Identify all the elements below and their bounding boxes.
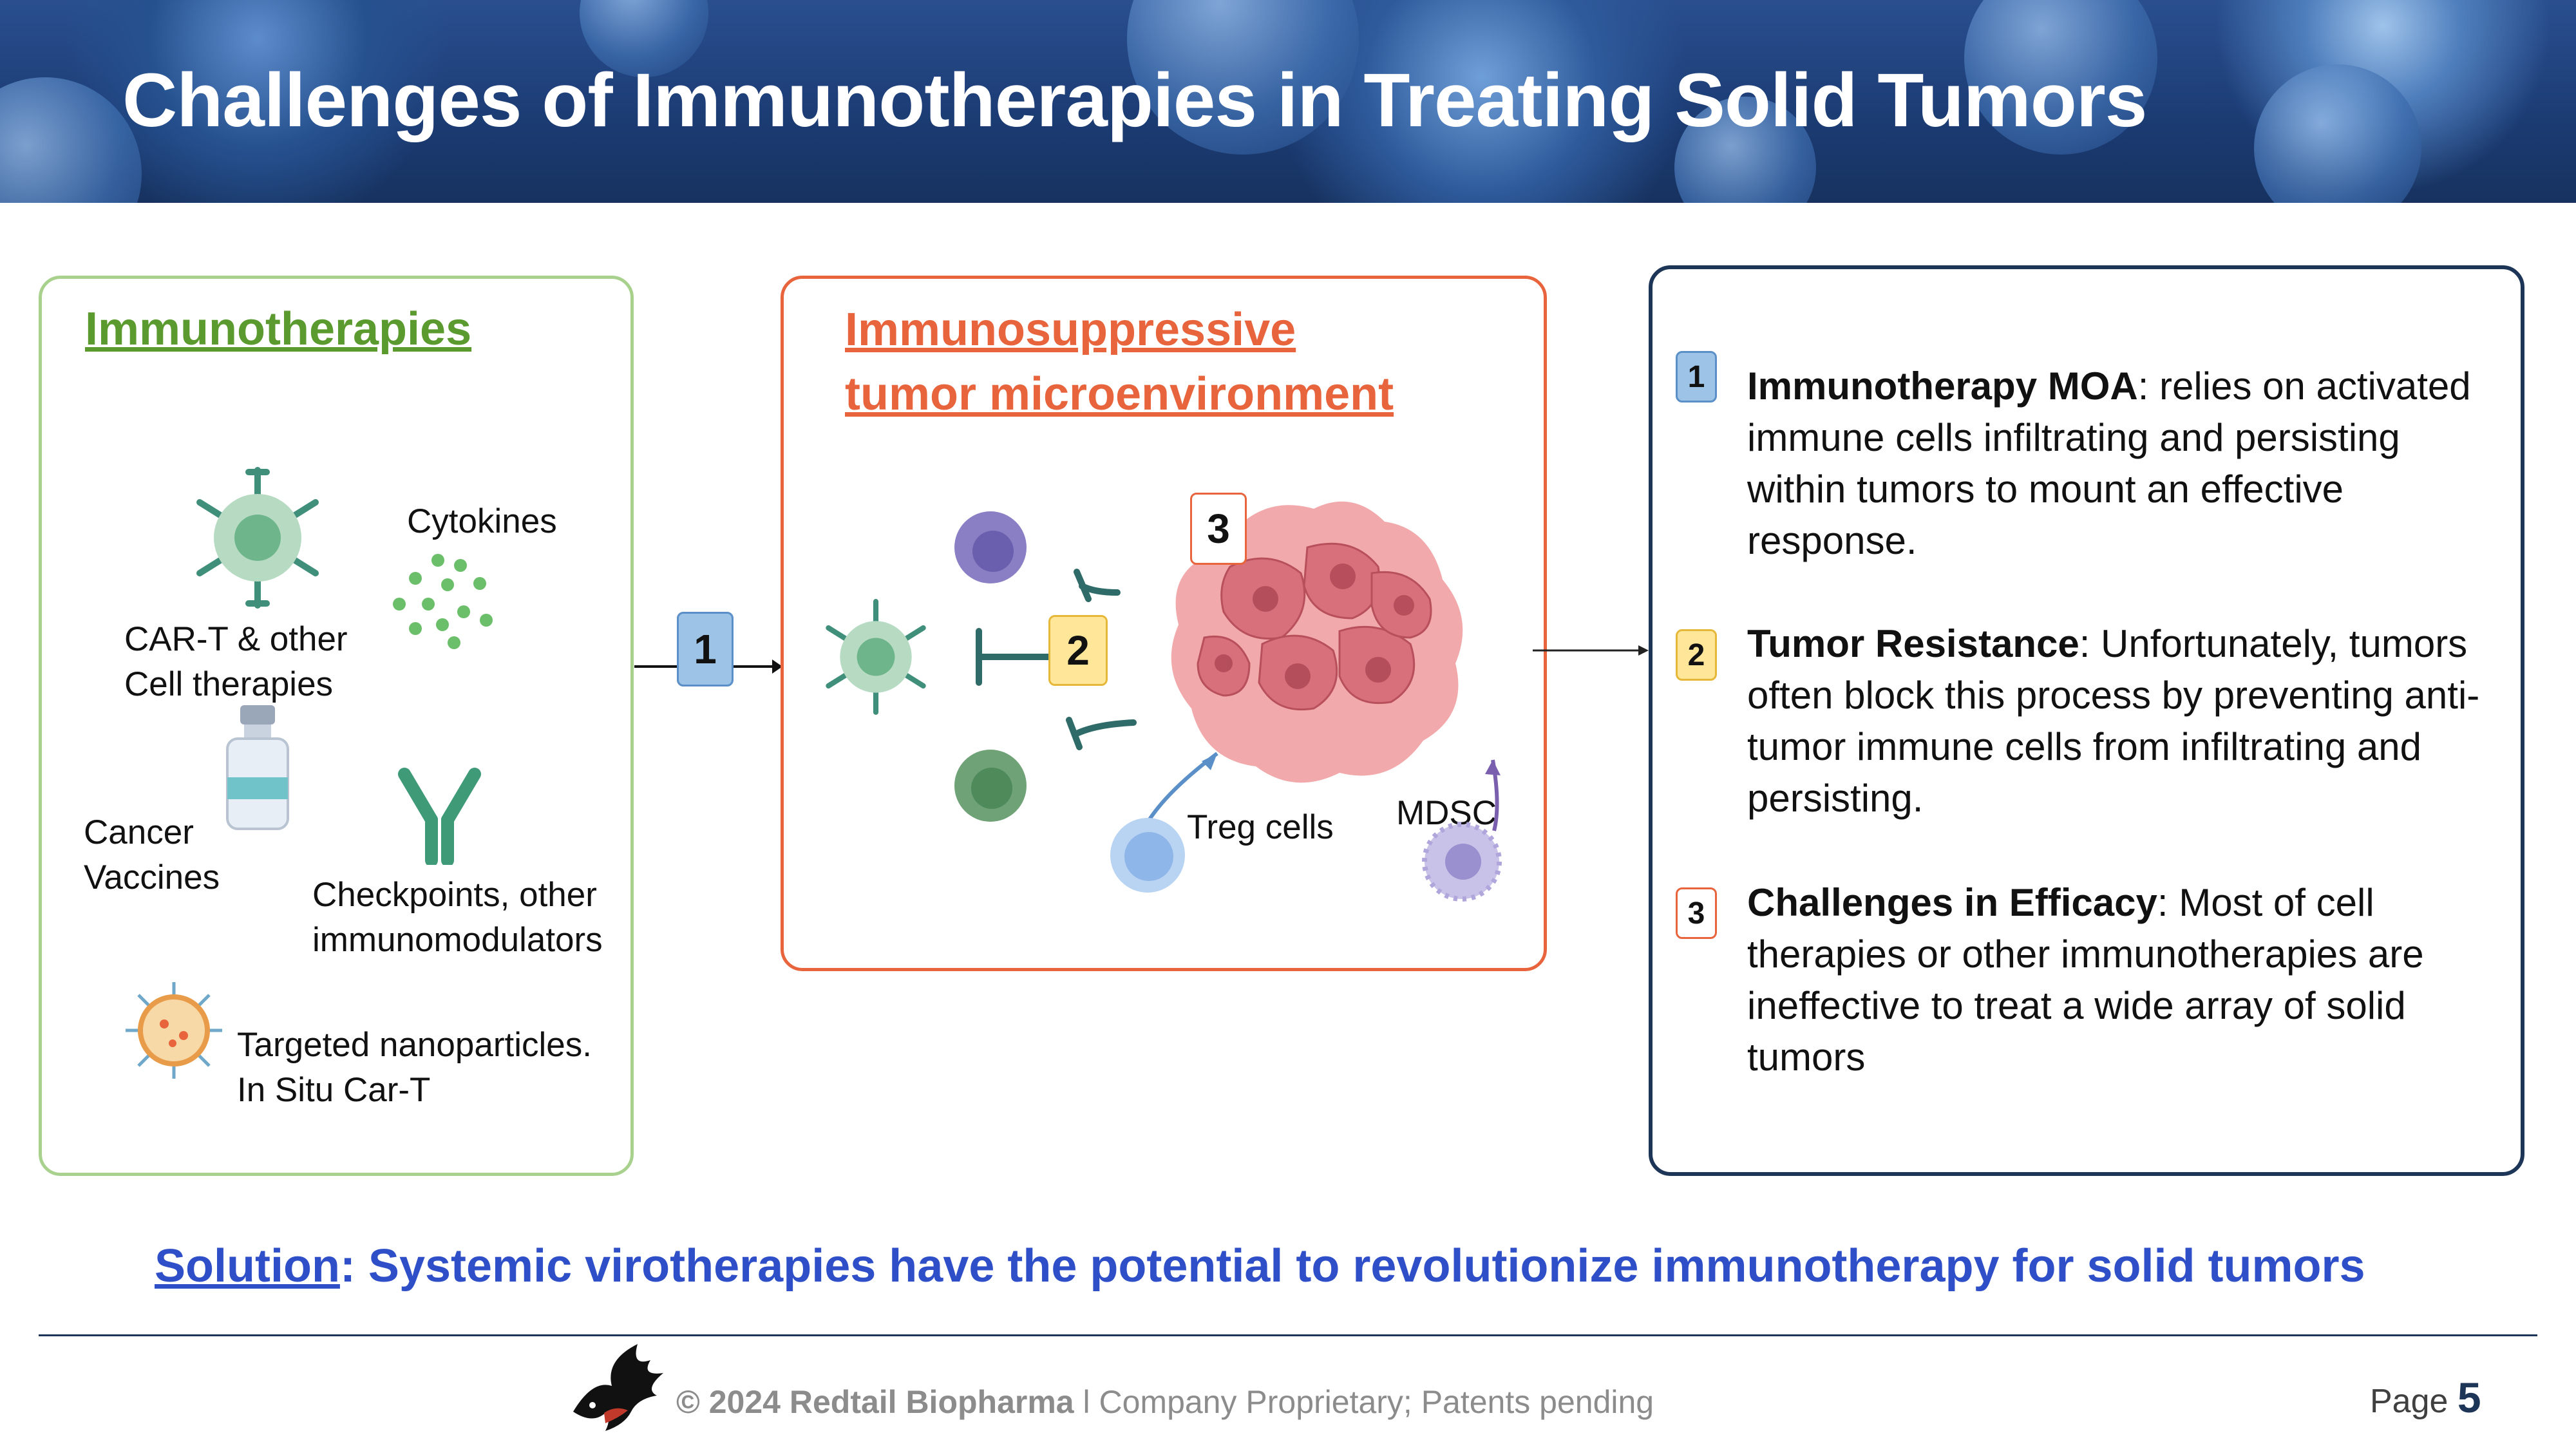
step-marker-3: 3 xyxy=(1190,493,1247,565)
item-text-line: tumors xyxy=(1747,1036,1866,1079)
item-text-line: : relies on activated xyxy=(2137,365,2471,408)
challenge-item-moa: Immunotherapy MOA: relies on activated i… xyxy=(1747,361,2514,567)
checkpoints-label-line1: Checkpoints, other xyxy=(312,876,597,914)
item-text-line: therapies or other immunotherapies are xyxy=(1747,933,2424,976)
item-text-line: often block this process by preventing a… xyxy=(1747,674,2480,717)
cart-label-line1: CAR-T & other xyxy=(124,620,348,658)
vaccines-label-line2: Vaccines xyxy=(84,858,220,896)
item-text-line: within tumors to mount an effective xyxy=(1747,468,2344,511)
item-text-line: : Most of cell xyxy=(2157,881,2374,924)
page-title: Challenges of Immunotherapies in Treatin… xyxy=(122,58,2147,143)
mdsc-label: MDSC xyxy=(1396,794,1497,832)
antibody-icon xyxy=(398,768,481,865)
nanoparticles-label-line1: Targeted nanoparticles. xyxy=(237,1026,592,1064)
hawk-logo-icon xyxy=(573,1344,663,1431)
solution-label: Solution xyxy=(155,1240,340,1292)
item-title: Challenges in Efficacy xyxy=(1747,881,2157,924)
immunotherapies-heading: Immunotherapies xyxy=(85,303,472,355)
item-text-line: : Unfortunately, tumors xyxy=(2079,622,2468,665)
mdsc-cell-icon xyxy=(1422,759,1502,902)
copyright-company: © 2024 Redtail Biopharma xyxy=(676,1384,1074,1420)
immune-cell-icon xyxy=(954,511,1027,583)
item-number-2: 2 xyxy=(1676,629,1717,681)
immune-cell-icon xyxy=(954,750,1027,822)
copyright-notice: © 2024 Redtail Biopharma l Company Propr… xyxy=(676,1383,1654,1421)
arrow-connector xyxy=(1533,645,1649,656)
cart-label-line2: Cell therapies xyxy=(124,665,334,703)
step-marker-2: 2 xyxy=(1048,615,1108,686)
item-number-1: 1 xyxy=(1676,351,1717,402)
header-banner xyxy=(0,0,2576,203)
solution-statement: Solution: Systemic virotherapies have th… xyxy=(155,1240,2365,1293)
page-number-value: 5 xyxy=(2457,1374,2481,1421)
car-t-cell-icon xyxy=(196,467,319,609)
challenge-item-efficacy: Challenges in Efficacy: Most of cell the… xyxy=(1747,877,2514,1083)
nanoparticles-label-line2: In Situ Car-T xyxy=(237,1071,431,1109)
item-title: Tumor Resistance xyxy=(1747,622,2079,665)
page-label: Page xyxy=(2370,1383,2458,1420)
cytokine-dots-icon xyxy=(393,554,493,649)
tme-heading-line1: Immunosuppressive xyxy=(845,304,1296,355)
tumor-mass-icon xyxy=(1171,501,1463,783)
background-cell-image xyxy=(1964,0,2157,155)
challenge-item-resistance: Tumor Resistance: Unfortunately, tumors … xyxy=(1747,618,2514,824)
copyright-rest: l Company Proprietary; Patents pending xyxy=(1074,1384,1654,1420)
item-text-line: immune cells infiltrating and persisting xyxy=(1747,416,2400,459)
immunotherapies-panel xyxy=(39,276,634,1176)
page-number: Page 5 xyxy=(2370,1373,2481,1422)
solution-text: : Systemic virotherapies have the potent… xyxy=(339,1240,2365,1292)
nanoparticle-icon xyxy=(126,982,222,1079)
vaccine-vial-icon xyxy=(226,705,289,830)
background-cell-image xyxy=(1674,97,1816,203)
item-text-line: response. xyxy=(1747,519,1917,562)
item-text-line: ineffective to treat a wide array of sol… xyxy=(1747,984,2406,1027)
tme-heading-line2: tumor microenvironment xyxy=(845,368,1394,420)
vaccines-label-line1: Cancer xyxy=(84,813,194,851)
item-text-line: tumor immune cells from infiltrating and xyxy=(1747,725,2422,768)
treg-cell-icon xyxy=(1110,752,1218,893)
item-number-3: 3 xyxy=(1676,887,1717,939)
cytokines-label: Cytokines xyxy=(407,502,557,540)
background-cell-image xyxy=(0,77,142,203)
car-t-cell-icon xyxy=(826,599,926,715)
item-title: Immunotherapy MOA xyxy=(1747,365,2138,408)
item-text-line: persisting. xyxy=(1747,777,1924,820)
treg-label: Treg cells xyxy=(1187,808,1334,846)
step-marker-1: 1 xyxy=(677,612,734,687)
background-cell-image xyxy=(2254,64,2421,203)
challenges-panel xyxy=(1649,265,2524,1176)
footer-divider xyxy=(39,1334,2537,1336)
checkpoints-label-line2: immunomodulators xyxy=(312,921,603,959)
